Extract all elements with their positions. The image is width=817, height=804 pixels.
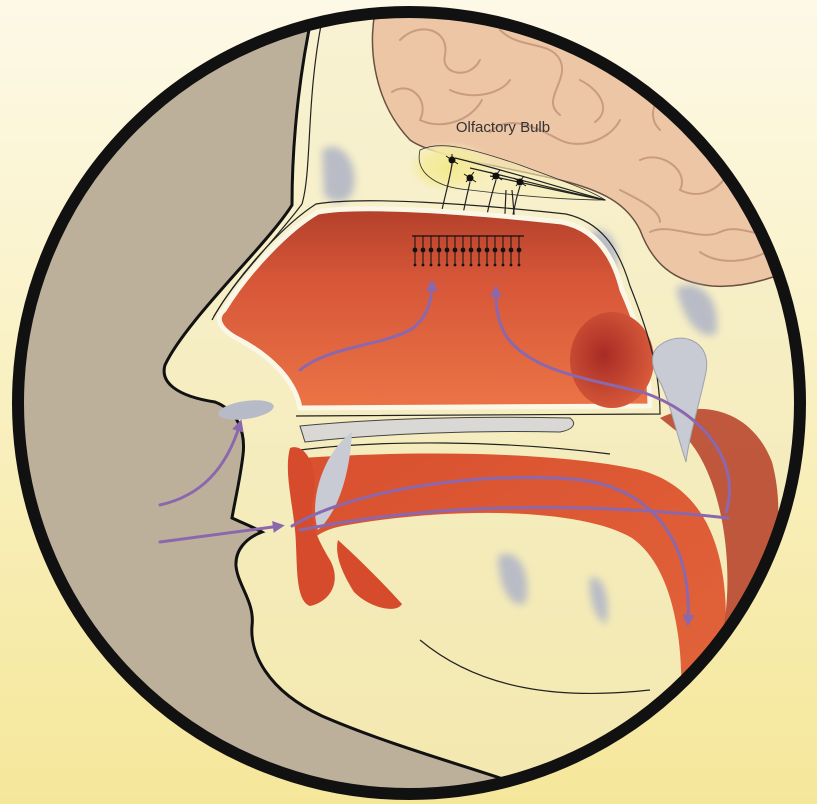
olfactory-bulb-label: Olfactory Bulb (456, 119, 550, 136)
nasopharynx-bulge (570, 312, 654, 408)
